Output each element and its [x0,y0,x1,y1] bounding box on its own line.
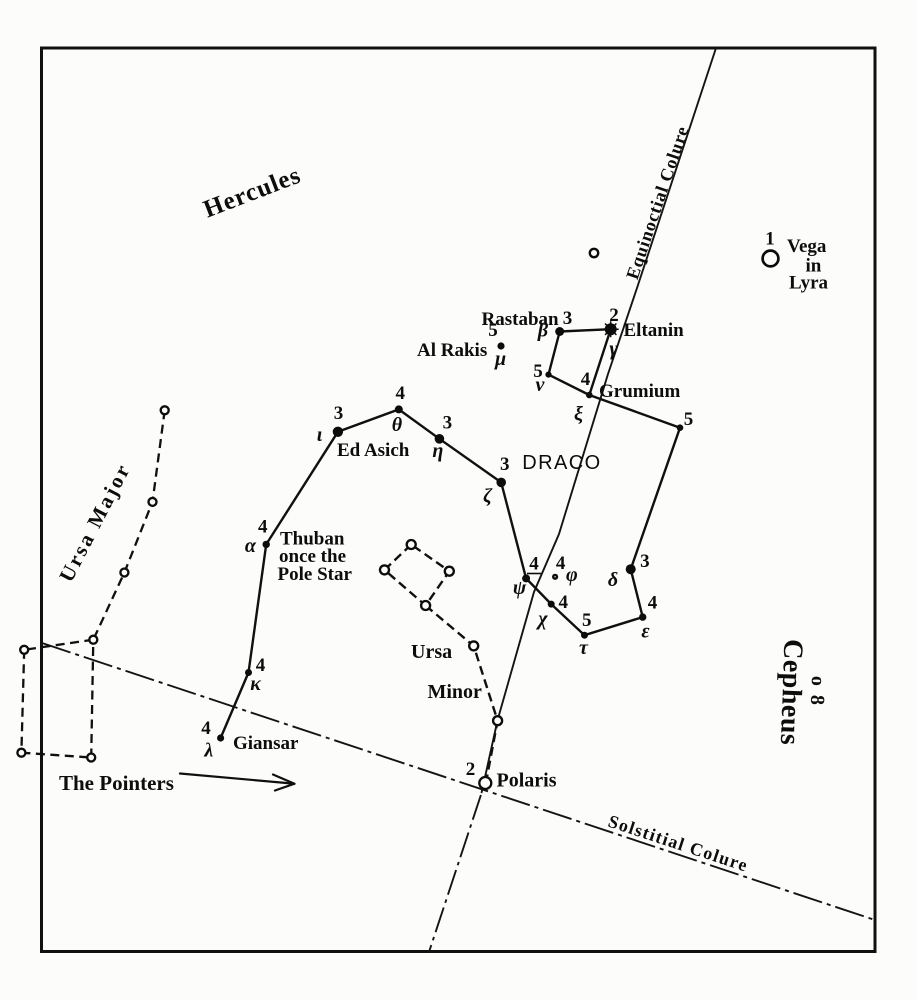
svg-text:λ: λ [203,740,213,762]
svg-text:4: 4 [396,383,406,404]
svg-text:Thuban: Thuban [280,529,345,550]
svg-text:τ: τ [579,637,589,659]
svg-text:Hercules: Hercules [200,162,305,224]
svg-text:DRACO: DRACO [522,452,601,474]
svg-text:4: 4 [256,655,266,676]
svg-text:3: 3 [500,454,510,475]
svg-text:ζ: ζ [483,485,493,507]
svg-text:4: 4 [258,517,268,538]
svg-text:Lyra: Lyra [789,273,829,294]
svg-text:4: 4 [581,369,591,390]
svg-text:in: in [806,256,822,277]
svg-text:4: 4 [201,718,211,739]
svg-text:ν: ν [536,374,546,396]
svg-text:Giansar: Giansar [233,733,299,754]
svg-text:once the: once the [279,546,346,567]
svg-text:Cepheus: Cepheus [774,639,809,746]
svg-text:κ: κ [250,673,261,695]
svg-text:Al Rakis: Al Rakis [417,340,487,361]
svg-text:μ: μ [494,348,506,370]
svg-text:φ: φ [566,564,578,586]
svg-text:5: 5 [488,320,498,341]
svg-text:θ: θ [392,414,403,436]
svg-text:5: 5 [684,409,694,430]
svg-text:η: η [432,440,443,462]
svg-text:The Pointers: The Pointers [59,771,174,795]
svg-text:Rastaban: Rastaban [482,309,560,330]
svg-text:3: 3 [640,551,650,572]
svg-text:1: 1 [765,229,775,250]
svg-text:3: 3 [334,403,344,424]
svg-text:ι: ι [317,424,323,446]
svg-text:β: β [537,320,549,342]
svg-text:Ed Asich: Ed Asich [337,440,410,461]
svg-text:2: 2 [466,759,476,780]
svg-text:γ: γ [609,338,618,360]
svg-text:Pole Star: Pole Star [278,564,353,585]
svg-text:Eltanin: Eltanin [624,320,685,341]
svg-text:4: 4 [529,554,539,575]
svg-text:5: 5 [582,610,592,631]
svg-text:Ursa Major: Ursa Major [54,459,135,586]
svg-text:3: 3 [563,308,573,329]
svg-text:Solstitial Colure: Solstitial Colure [606,811,751,876]
svg-text:δ: δ [608,569,618,591]
svg-text:5: 5 [533,361,543,382]
svg-text:4: 4 [558,592,568,613]
svg-text:Grumium: Grumium [599,381,680,402]
svg-text:ψ: ψ [513,577,527,599]
svg-text:ε: ε [641,621,650,643]
svg-text:Vega: Vega [787,236,827,257]
svg-text:α: α [245,535,257,557]
svg-text:Minor: Minor [428,681,483,703]
svg-text:o 8: o 8 [806,676,829,708]
svg-text:ξ: ξ [574,403,583,425]
svg-text:Polaris: Polaris [497,770,557,792]
svg-text:Equinoctial Colure: Equinoctial Colure [622,123,692,282]
svg-text:4: 4 [648,593,658,614]
svg-text:χ: χ [535,608,548,630]
svg-text:Ursa: Ursa [411,641,452,663]
svg-text:2: 2 [609,305,619,326]
svg-text:4: 4 [556,553,566,574]
svg-text:3: 3 [443,413,453,434]
